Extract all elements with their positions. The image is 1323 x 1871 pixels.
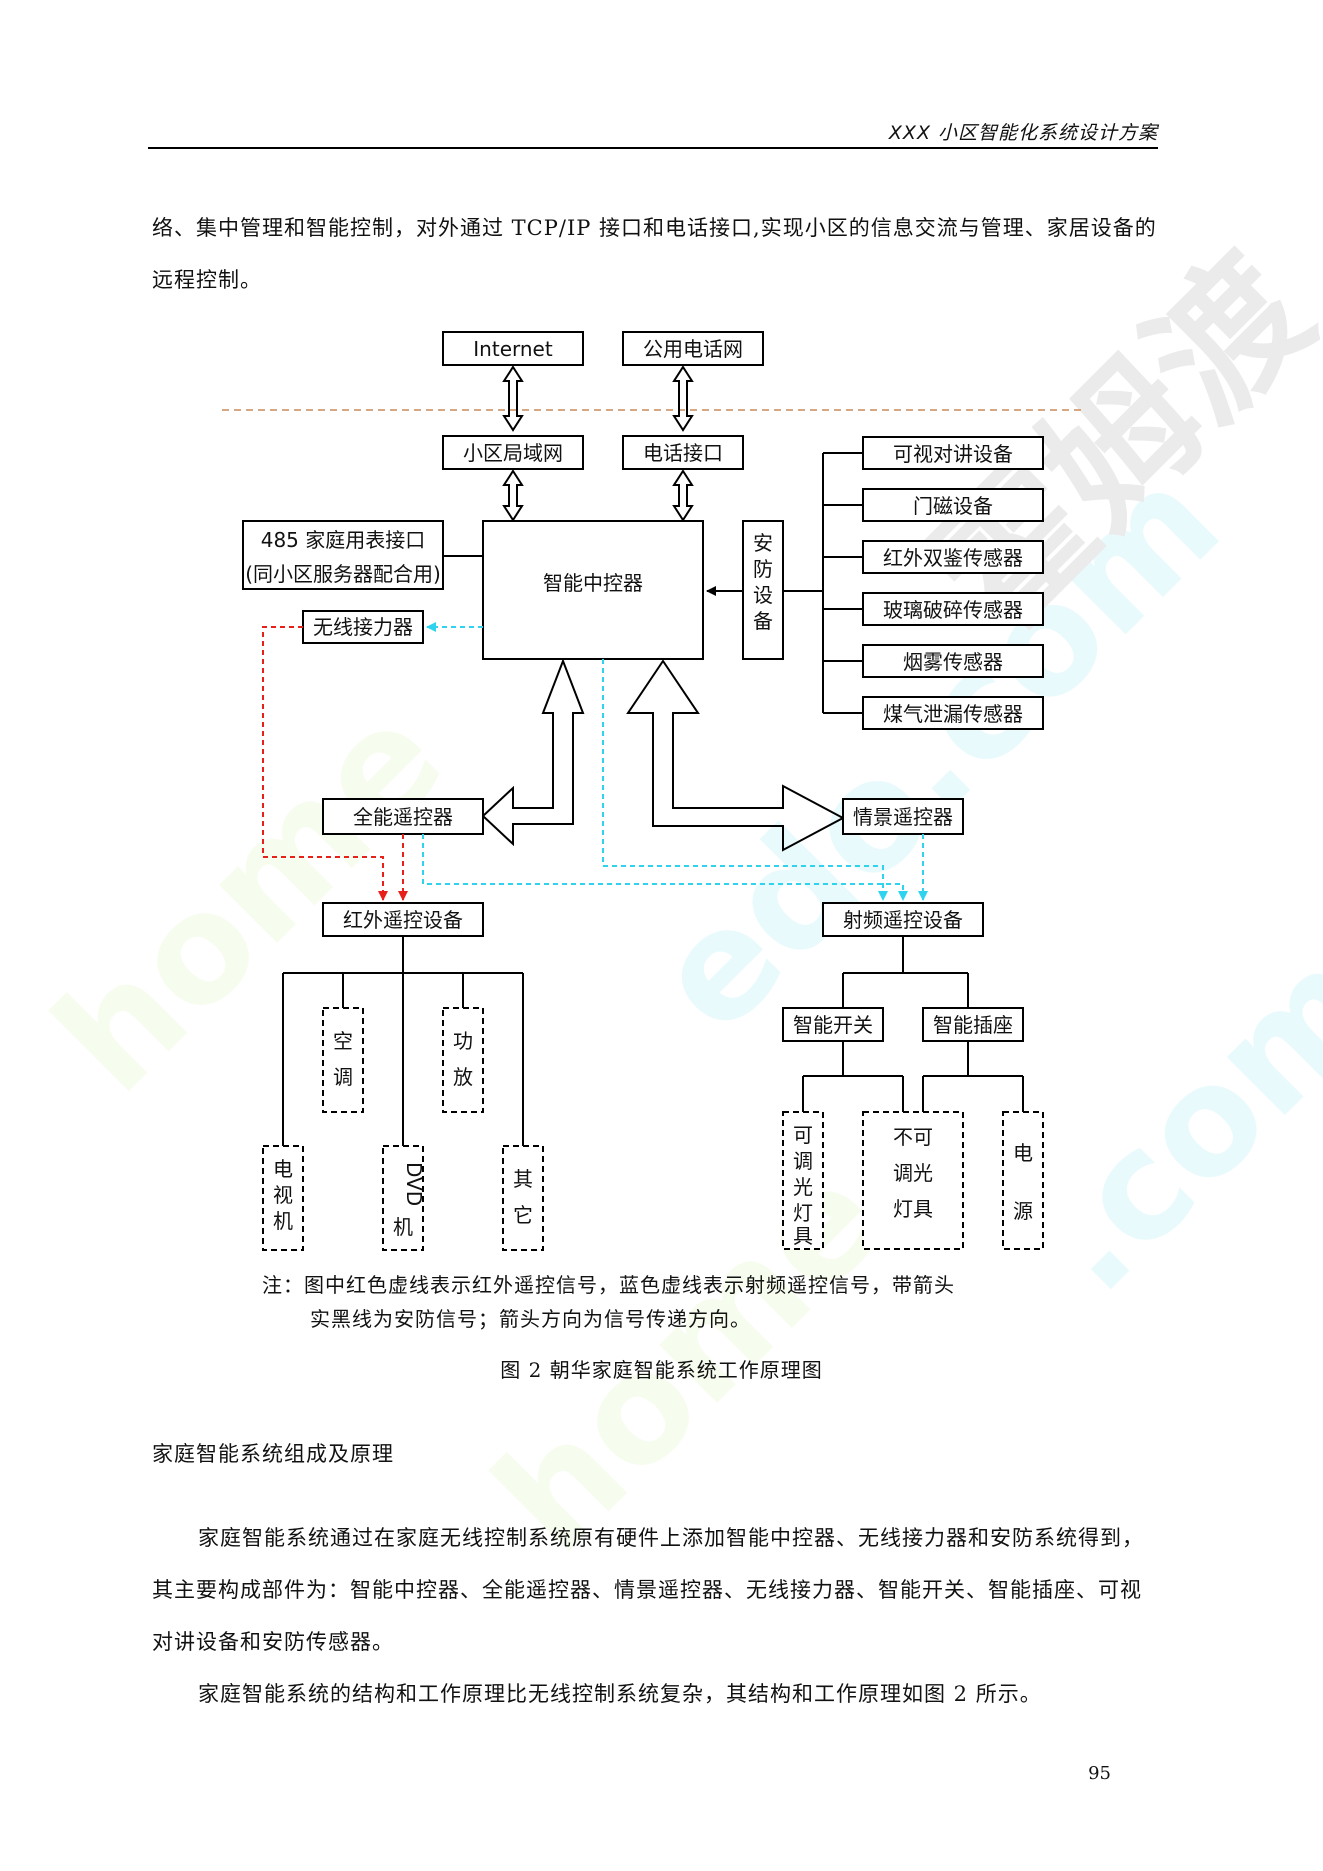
ir-item-ac: 空 调: [322, 1007, 364, 1113]
svg-text:源: 源: [1013, 1199, 1033, 1223]
ir-item-dvd: DVD 机: [382, 1145, 426, 1251]
figure-caption: 图 2 朝华家庭智能系统工作原理图: [500, 1358, 823, 1382]
svg-text:可: 可: [793, 1123, 813, 1147]
diagram-note-line-2: 实黑线为安防信号；箭头方向为信号传递方向。: [310, 1307, 751, 1331]
security-item-3: 红外双鉴传感器: [823, 540, 1044, 574]
meter-interface-label-1: 485 家庭用表接口: [261, 528, 426, 552]
svg-text:调: 调: [793, 1149, 813, 1173]
svg-text:其: 其: [513, 1167, 533, 1191]
internet-lan-double-arrow: [502, 365, 524, 432]
meter-interface-box: [242, 520, 444, 590]
central-controller-box: [482, 520, 704, 660]
ir-remote-devices-box: [322, 902, 484, 937]
internet-box: [442, 331, 584, 366]
universal-remote-hollow-arrow: [481, 658, 585, 847]
svg-text:光: 光: [793, 1175, 813, 1199]
document-header-title: XXX 小区智能化系统设计方案: [888, 122, 1158, 144]
community-lan-box: [442, 435, 584, 470]
phonenet-interface-double-arrow: [672, 365, 694, 432]
wireless-relay-label: 无线接力器: [313, 615, 413, 639]
svg-text:机: 机: [273, 1209, 293, 1233]
rf-item-nondimmable-light: 不可 调光 灯具: [862, 1111, 964, 1250]
security-char-2: 防: [753, 557, 773, 581]
svg-text:电: 电: [273, 1157, 293, 1181]
intro-paragraph: 络、集中管理和智能控制，对外通过 TCP/IP 接口和电话接口,实现小区的信息交…: [152, 216, 1157, 292]
public-phone-net-box: [622, 331, 764, 366]
ir-remote-devices-label: 红外遥控设备: [343, 908, 463, 932]
smart-switch-label: 智能开关: [793, 1013, 873, 1037]
scene-remote-label: 情景遥控器: [853, 805, 953, 829]
components-paragraph: 家庭智能系统通过在家庭无线控制系统原有硬件上添加智能中控器、无线接力器和安防系统…: [152, 1526, 1144, 1654]
rf-item-power: 电 源: [1002, 1111, 1044, 1250]
diagram-note: 注：图中红色虚线表示红外遥控信号，蓝色虚线表示射频遥控信号，带箭头 实黑线为安防…: [262, 1268, 955, 1336]
svg-text:功: 功: [453, 1029, 473, 1053]
smart-socket-label: 智能插座: [933, 1013, 1013, 1037]
ir-item-tv: 电 视 机: [262, 1145, 304, 1251]
svg-text:调: 调: [333, 1065, 353, 1089]
rf-signal-from-universal-remote: [422, 834, 908, 901]
svg-text:不可: 不可: [893, 1125, 933, 1149]
community-lan-label: 小区局域网: [463, 441, 563, 465]
security-char-1: 安: [753, 531, 773, 555]
security-device-box: [742, 520, 784, 660]
svg-text:可视对讲设备: 可视对讲设备: [893, 442, 1013, 466]
svg-text:烟雾传感器: 烟雾传感器: [903, 650, 1003, 674]
svg-text:灯具: 灯具: [893, 1197, 933, 1221]
security-item-5: 烟雾传感器: [823, 644, 1044, 678]
security-char-3: 设: [753, 583, 773, 607]
security-item-4: 玻璃破碎传感器: [823, 592, 1044, 626]
page-number: 95: [1088, 1763, 1111, 1784]
svg-text:玻璃破碎传感器: 玻璃破碎传感器: [883, 598, 1023, 622]
public-phone-net-label: 公用电话网: [643, 337, 743, 361]
lan-controller-double-arrow: [502, 469, 524, 522]
interface-controller-double-arrow: [672, 469, 694, 522]
scene-remote-hollow-arrow: [626, 659, 846, 852]
ir-item-amp: 功 放: [442, 1007, 484, 1113]
svg-text:空: 空: [333, 1029, 353, 1053]
svg-text:它: 它: [513, 1203, 533, 1227]
svg-text:视: 视: [273, 1183, 293, 1207]
svg-text:煤气泄漏传感器: 煤气泄漏传感器: [883, 702, 1023, 726]
rf-signal-from-controller: [602, 659, 888, 901]
svg-text:灯: 灯: [793, 1201, 813, 1225]
svg-text:门磁设备: 门磁设备: [913, 494, 993, 518]
ir-item-other: 其 它: [502, 1145, 544, 1251]
central-controller-label: 智能中控器: [543, 571, 643, 595]
universal-remote-box: [322, 798, 484, 835]
svg-text:放: 放: [453, 1065, 473, 1089]
svg-text:电: 电: [1013, 1141, 1033, 1165]
svg-text:具: 具: [793, 1224, 813, 1248]
structure-paragraph: 家庭智能系统的结构和工作原理比无线控制系统复杂，其结构和工作原理如图 2 所示。: [198, 1682, 1042, 1706]
svg-text:DVD: DVD: [402, 1162, 426, 1206]
security-char-4: 备: [753, 609, 773, 633]
scene-remote-box: [842, 798, 964, 835]
section-heading: 家庭智能系统组成及原理: [152, 1442, 394, 1466]
security-item-2: 门磁设备: [823, 488, 1044, 522]
security-item-6: 煤气泄漏传感器: [823, 696, 1044, 730]
header-divider: [148, 147, 1158, 149]
security-item-1: 可视对讲设备: [823, 436, 1044, 470]
svg-text:调光: 调光: [893, 1161, 933, 1185]
svg-text:机: 机: [393, 1215, 413, 1239]
smart-switch-box: [782, 1007, 884, 1042]
rf-item-dimmable-light: 可 调 光 灯 具: [782, 1111, 824, 1250]
universal-remote-label: 全能遥控器: [353, 805, 453, 829]
phone-interface-box: [622, 435, 744, 470]
ir-signal-from-relay: [262, 626, 388, 901]
rf-remote-devices-label: 射频遥控设备: [843, 908, 963, 932]
internet-label: Internet: [473, 337, 553, 361]
wireless-relay-box: [302, 610, 424, 644]
phone-interface-label: 电话接口: [643, 441, 723, 465]
system-diagram: Internet 公用电话网 小区局域网 电话接口 智能中控器 485 家庭用表…: [222, 331, 1082, 1251]
svg-text:红外双鉴传感器: 红外双鉴传感器: [883, 546, 1023, 570]
meter-interface-label-2: (同小区服务器配合用): [245, 562, 441, 586]
smart-socket-box: [922, 1007, 1024, 1042]
diagram-note-line-1: 注：图中红色虚线表示红外遥控信号，蓝色虚线表示射频遥控信号，带箭头: [262, 1273, 955, 1297]
